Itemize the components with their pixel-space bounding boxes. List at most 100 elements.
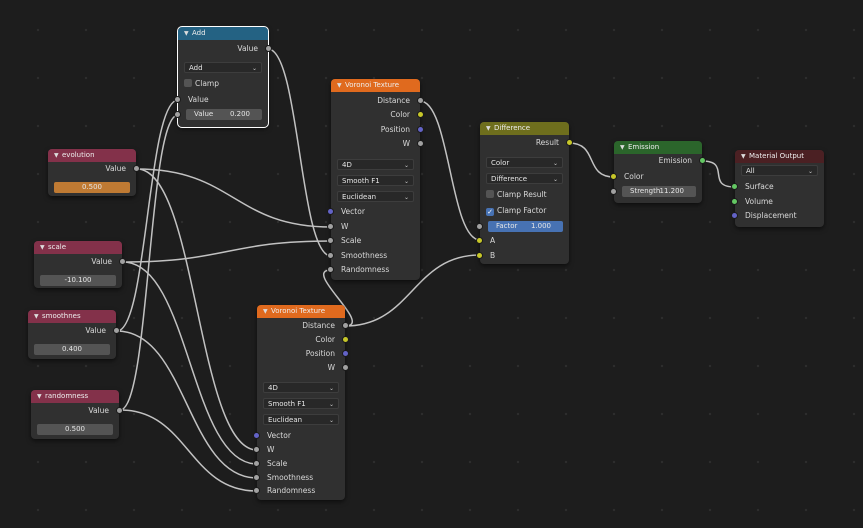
metric-select[interactable]: Euclidean⌄ (263, 414, 339, 425)
feature-select[interactable]: Smooth F1⌄ (263, 398, 339, 409)
output-socket[interactable] (343, 351, 348, 356)
chevron-down-icon[interactable]: ▼ (486, 125, 491, 132)
smoothness-node-header[interactable]: ▼smoothnes (28, 310, 116, 323)
scale-node[interactable]: ▼scale Value -10.100 (34, 241, 125, 288)
output-socket[interactable] (266, 46, 271, 51)
input-socket[interactable] (328, 238, 333, 243)
clamp-checkbox[interactable]: Clamp (184, 78, 219, 89)
input-socket[interactable] (732, 213, 737, 218)
input-socket[interactable] (328, 267, 333, 272)
socket-label: W (327, 363, 335, 372)
input-socket[interactable] (175, 97, 180, 102)
voronoi-node-header[interactable]: ▼Voronoi Texture (331, 79, 420, 92)
input-socket[interactable] (477, 238, 482, 243)
link-scale-to-voronoi1-scale (122, 240, 332, 263)
input-socket[interactable] (254, 433, 259, 438)
input-randomness: Randomness (328, 264, 420, 276)
evolution-node[interactable]: ▼evolution Value 0.500 (48, 149, 139, 196)
blend-mode-select[interactable]: Difference⌄ (486, 173, 563, 184)
operation-select[interactable]: Add⌄ (184, 62, 262, 73)
output-socket[interactable] (418, 98, 423, 103)
input-randomness: Randomness (254, 485, 345, 497)
chevron-down-icon[interactable]: ▼ (620, 144, 625, 151)
checkbox-box[interactable] (486, 190, 494, 198)
input-socket[interactable] (328, 224, 333, 229)
input-socket[interactable] (254, 475, 259, 480)
output-socket[interactable] (343, 337, 348, 342)
add-node-header[interactable]: ▼Add (178, 27, 268, 40)
node-title: Difference (494, 124, 531, 132)
output-socket[interactable] (567, 140, 572, 145)
chevron-down-icon[interactable]: ▼ (54, 152, 59, 159)
material-output-node-header[interactable]: ▼Material Output (735, 150, 824, 163)
chevron-down-icon[interactable]: ▼ (40, 244, 45, 251)
chevron-down-icon[interactable]: ▼ (34, 313, 39, 320)
chevron-down-icon[interactable]: ▼ (337, 82, 342, 89)
difference-node[interactable]: ▼Difference Result Color⌄ Difference⌄ Cl… (477, 122, 572, 264)
randomness-node[interactable]: ▼randomness Value 0.500 (31, 390, 122, 439)
target-select[interactable]: All⌄ (741, 165, 818, 176)
feature-select[interactable]: Smooth F1⌄ (337, 175, 414, 186)
input-socket[interactable] (328, 209, 333, 214)
socket-label: Vector (341, 207, 365, 216)
randomness-value-field[interactable]: 0.500 (37, 424, 113, 435)
voronoi-texture-node-2[interactable]: ▼Voronoi Texture Distance Color Position… (254, 305, 348, 500)
input-socket[interactable] (175, 112, 180, 117)
chevron-down-icon[interactable]: ▼ (263, 308, 268, 315)
emission-node-header[interactable]: ▼Emission (614, 141, 702, 154)
input-socket[interactable] (732, 199, 737, 204)
clamp-result-checkbox[interactable]: Clamp Result (486, 189, 547, 200)
evolution-value-field[interactable]: 0.500 (54, 182, 130, 193)
select-value: Euclidean (268, 416, 303, 424)
dimensions-select[interactable]: 4D⌄ (337, 159, 414, 170)
data-type-select[interactable]: Color⌄ (486, 157, 563, 168)
clamp-factor-checkbox[interactable]: ✓Clamp Factor (486, 205, 546, 216)
output-socket[interactable] (120, 259, 125, 264)
output-socket[interactable] (117, 408, 122, 413)
checkbox-box[interactable] (184, 79, 192, 87)
output-socket[interactable] (418, 127, 423, 132)
chevron-down-icon[interactable]: ▼ (37, 393, 42, 400)
smoothness-value-field[interactable]: 0.400 (34, 344, 110, 355)
select-value: Color (491, 159, 510, 167)
material-output-node[interactable]: ▼Material Output All⌄ Surface Volume Dis… (732, 150, 824, 227)
chevron-down-icon[interactable]: ▼ (741, 153, 746, 160)
input-socket[interactable] (254, 488, 259, 493)
output-socket[interactable] (700, 158, 705, 163)
voronoi-node-header[interactable]: ▼Voronoi Texture (257, 305, 345, 318)
output-socket[interactable] (343, 323, 348, 328)
input-socket[interactable] (477, 253, 482, 258)
socket-label: B (490, 251, 496, 260)
chevron-down-icon[interactable]: ▼ (184, 30, 189, 37)
output-socket[interactable] (134, 166, 139, 171)
input-socket[interactable] (732, 184, 737, 189)
select-value: Euclidean (342, 193, 377, 201)
input-socket[interactable] (254, 447, 259, 452)
input-socket[interactable] (254, 461, 259, 466)
socket-label: Value (188, 95, 209, 104)
checkmark-icon[interactable]: ✓ (486, 208, 494, 216)
randomness-node-header[interactable]: ▼randomness (31, 390, 119, 403)
output-socket[interactable] (343, 365, 348, 370)
voronoi-texture-node-1[interactable]: ▼Voronoi Texture Distance Color Position… (328, 79, 423, 280)
smoothness-node[interactable]: ▼smoothnes Value 0.400 (28, 310, 119, 359)
dimensions-select[interactable]: 4D⌄ (263, 382, 339, 393)
output-socket[interactable] (418, 112, 423, 117)
output-socket[interactable] (418, 141, 423, 146)
scale-node-header[interactable]: ▼scale (34, 241, 122, 254)
scale-value-field[interactable]: -10.100 (40, 275, 116, 286)
metric-select[interactable]: Euclidean⌄ (337, 191, 414, 202)
input-socket[interactable] (477, 224, 482, 229)
input-socket[interactable] (328, 253, 333, 258)
output-socket[interactable] (114, 328, 119, 333)
evolution-node-header[interactable]: ▼evolution (48, 149, 136, 162)
input-socket[interactable] (611, 174, 616, 179)
input-scale: Scale (254, 458, 345, 470)
input-socket[interactable] (611, 189, 616, 194)
difference-node-header[interactable]: ▼Difference (480, 122, 569, 135)
